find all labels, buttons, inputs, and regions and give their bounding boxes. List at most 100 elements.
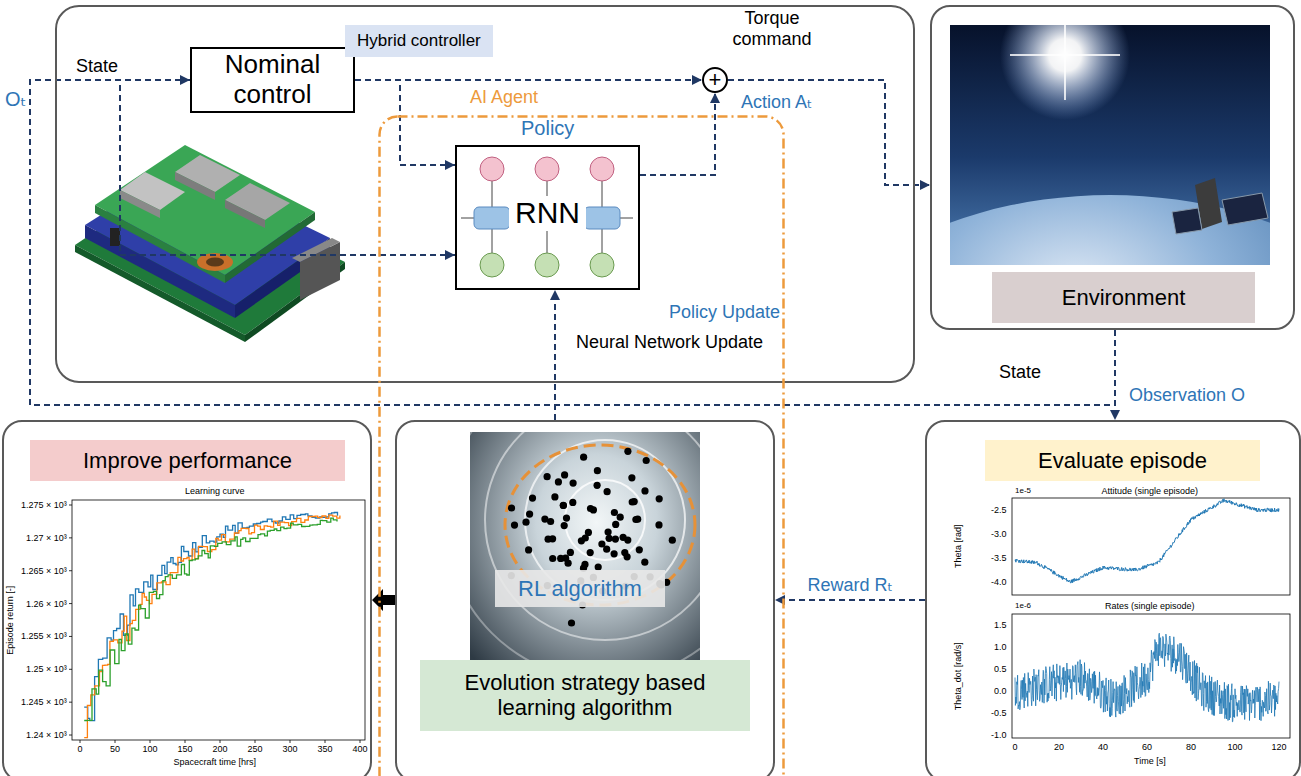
- illustration-part: [568, 619, 575, 626]
- network-figure: [480, 157, 504, 181]
- tick-label: 300: [282, 744, 299, 754]
- tick-label: 0.5: [993, 664, 1008, 674]
- network-box: PolicyRNN: [455, 145, 640, 290]
- tick-label: 0: [77, 744, 84, 754]
- illustration-part: [629, 498, 636, 505]
- illustration-part: [612, 521, 619, 528]
- illustration-part: [590, 506, 597, 513]
- connector: [554, 290, 556, 420]
- illustration-part: [547, 518, 554, 525]
- illustration-part: [120, 190, 160, 218]
- illustration-part: [1064, 25, 1066, 100]
- tick-label: 1.26 × 10³: [25, 599, 68, 609]
- illustration-part: [555, 478, 562, 485]
- signal-label: State: [998, 362, 1042, 383]
- illustration-part: [655, 521, 662, 528]
- illustration-part: [611, 550, 618, 557]
- illustration-part: [508, 504, 515, 511]
- illustration-part: [634, 516, 641, 523]
- sum-junction: +: [702, 67, 728, 93]
- tick-label: 50: [109, 744, 121, 754]
- connector: [775, 599, 925, 601]
- tick-label: 1.275 × 10³: [20, 500, 68, 510]
- illustration-part: [587, 549, 594, 556]
- illustration-part: [292, 238, 340, 262]
- illustration-part: [569, 499, 576, 506]
- illustration-part: [185, 740, 186, 743]
- box-label: Evaluate episode: [985, 440, 1260, 481]
- tick-label: 0.0: [993, 686, 1008, 696]
- illustration-part: [69, 735, 72, 736]
- signal-label: State: [75, 56, 119, 77]
- network-figure: [535, 253, 559, 277]
- tick-label: 120: [1271, 742, 1288, 752]
- illustration-part: [360, 740, 361, 743]
- illustration-part: [656, 495, 663, 502]
- illustration-part: [1015, 499, 1279, 583]
- box-caption: Evolution strategy based learning algori…: [420, 660, 750, 731]
- region-heading: Hybrid controller: [345, 25, 493, 57]
- connector: [30, 80, 1115, 405]
- illustration-part: [551, 493, 558, 500]
- connector: [372, 589, 395, 611]
- network-figure: [590, 157, 614, 181]
- agent-region: AI AgentPolicyRNNRL algorithmEvolution s…: [378, 115, 785, 776]
- tick-label: 0: [1012, 742, 1019, 752]
- learning-chart: [69, 500, 365, 743]
- signal-label: Neural Network Update: [575, 332, 764, 353]
- illustration-part: [175, 155, 240, 192]
- tick-label: -2.5: [990, 505, 1008, 515]
- illustration-part: [561, 522, 568, 529]
- tick-label: 100: [142, 744, 159, 754]
- box-label: Environment: [992, 272, 1255, 323]
- tick-label: 1.265 × 10³: [20, 566, 68, 576]
- illustration-part: [1012, 498, 1290, 595]
- illustration-part: [641, 559, 648, 566]
- connector: [30, 80, 1115, 405]
- illustration-part: [606, 535, 613, 542]
- tick-label: 1.27 × 10³: [25, 533, 68, 543]
- illustration-part: [563, 515, 570, 522]
- scale-label: 1e-6: [1014, 601, 1032, 610]
- box-label: RL algorithm: [495, 570, 665, 607]
- region-outline: [380, 117, 784, 776]
- connector: [355, 79, 702, 81]
- illustration-part: [255, 740, 256, 743]
- illustration-part: [578, 537, 585, 544]
- illustration-part: [624, 448, 631, 455]
- illustration-part: [1012, 614, 1290, 738]
- scale-label: 1e-5: [1014, 486, 1032, 495]
- tick-label: 350: [317, 744, 334, 754]
- illustration-part: [1000, 25, 1130, 120]
- illustration-part: [594, 482, 601, 489]
- tick-label: 1.25 × 10³: [25, 664, 68, 674]
- signal-label: Oₜ: [4, 88, 27, 111]
- illustration-part: [511, 522, 518, 529]
- illustration-part: [69, 636, 72, 637]
- illustration-part: [624, 553, 631, 560]
- connector: [640, 93, 715, 175]
- environment-box: Environment: [930, 5, 1295, 330]
- sum-sign: +: [704, 69, 726, 91]
- illustration-part: [69, 537, 72, 538]
- plot-title: Attitude (single episode): [1101, 486, 1200, 496]
- illustration-part: [544, 473, 551, 480]
- signal-label: Torque command: [722, 8, 822, 49]
- illustration-part: [605, 528, 612, 535]
- tick-label: -3.5: [990, 553, 1008, 563]
- tick-label: -3.0: [990, 529, 1008, 539]
- network-figure: [492, 229, 493, 253]
- illustration-part: [529, 495, 536, 502]
- tick-label: 1.0: [993, 642, 1008, 652]
- illustration-part: [69, 603, 72, 604]
- network-figure: [590, 253, 614, 277]
- tick-label: 400: [352, 744, 369, 754]
- illustration-part: [526, 510, 533, 517]
- illustration-part: [624, 537, 631, 544]
- tick-label: -1.0: [990, 730, 1008, 740]
- illustration-part: [1015, 633, 1279, 722]
- signal-label: Policy Update: [668, 302, 781, 323]
- network-figure: [492, 181, 493, 207]
- illustration-part: [69, 702, 72, 703]
